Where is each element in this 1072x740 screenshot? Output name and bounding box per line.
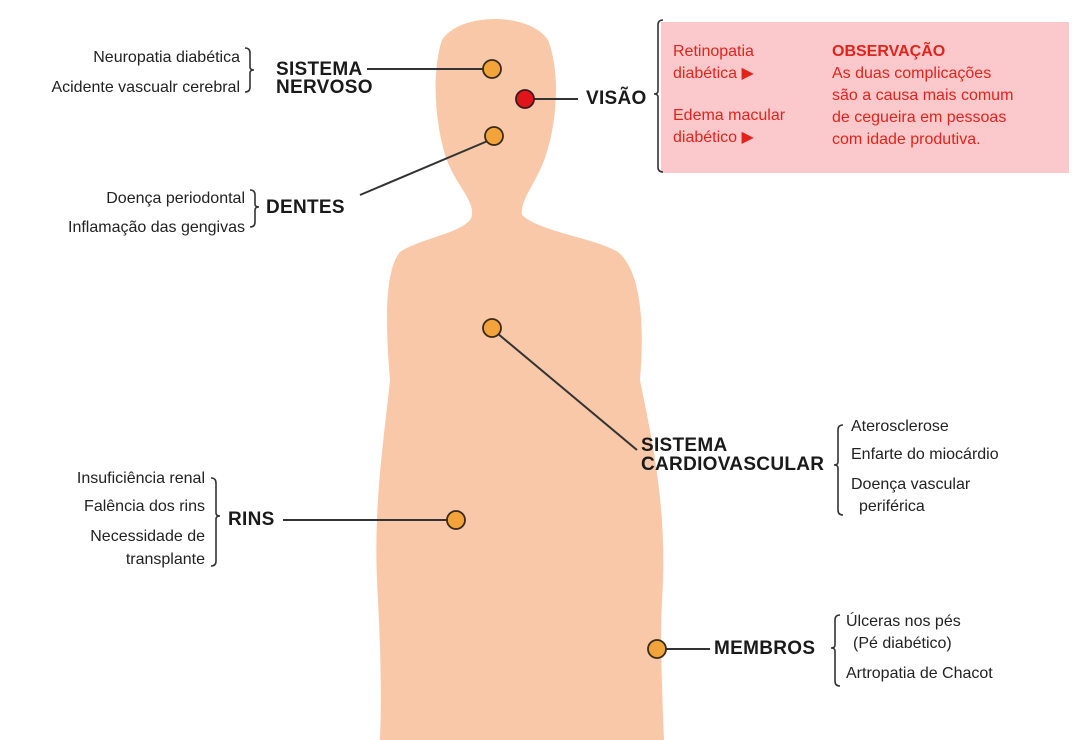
teeth-heading: DENTES xyxy=(266,198,345,218)
cardio-item-3: Doença vascular xyxy=(851,475,970,495)
kidneys-bracket xyxy=(211,478,220,566)
observation-title: OBSERVAÇÃO xyxy=(832,42,945,62)
cardio-item-4: periférica xyxy=(859,497,925,517)
marker-cardio xyxy=(483,319,501,337)
human-silhouette xyxy=(376,19,664,740)
vision-item-2-line1: Edema macular xyxy=(673,106,785,126)
vision-item-2-line2: diabético ▶ xyxy=(673,128,754,148)
kidneys-item-1: Insuficiência renal xyxy=(20,469,205,489)
marker-teeth xyxy=(485,127,503,145)
kidneys-heading: RINS xyxy=(228,510,275,530)
teeth-bracket xyxy=(250,190,259,227)
limbs-heading: MEMBROS xyxy=(714,639,815,659)
kidneys-item-2: Falência dos rins xyxy=(20,497,205,517)
observation-line-4: com idade produtiva. xyxy=(832,130,981,150)
marker-vision xyxy=(516,90,534,108)
limbs-item-3: Artropatia de Chacot xyxy=(846,664,993,684)
cardio-item-2: Enfarte do miocárdio xyxy=(851,445,999,465)
observation-line-3: de cegueira em pessoas xyxy=(832,108,1006,128)
cardio-bracket xyxy=(834,425,843,515)
nervous-bracket xyxy=(245,48,254,92)
limbs-item-2: (Pé diabético) xyxy=(853,634,952,654)
kidneys-item-4: transplante xyxy=(20,550,205,570)
vision-heading: VISÃO xyxy=(586,89,647,109)
cardio-heading-line2: CARDIOVASCULAR xyxy=(641,455,824,475)
vision-item-1-line2: diabética ▶ xyxy=(673,64,754,84)
teeth-item-1: Doença periodontal xyxy=(40,189,245,209)
marker-nervous xyxy=(483,60,501,78)
limbs-bracket xyxy=(831,615,840,686)
nervous-item-2: Acidente vascualr cerebral xyxy=(0,78,240,98)
observation-line-1: As duas complicações xyxy=(832,64,991,84)
marker-kidneys xyxy=(447,511,465,529)
teeth-item-2: Inflamação das gengivas xyxy=(20,218,245,238)
observation-line-2: são a causa mais comum xyxy=(832,86,1013,106)
cardio-item-1: Aterosclerose xyxy=(851,417,949,437)
marker-limbs xyxy=(648,640,666,658)
nervous-heading-line2: NERVOSO xyxy=(276,78,373,98)
nervous-item-1: Neuropatia diabética xyxy=(20,48,240,68)
cardio-heading-line1: SISTEMA xyxy=(641,436,728,456)
vision-item-1-line1: Retinopatia xyxy=(673,42,754,62)
kidneys-item-3: Necessidade de xyxy=(20,527,205,547)
limbs-item-1: Úlceras nos pés xyxy=(846,612,961,632)
